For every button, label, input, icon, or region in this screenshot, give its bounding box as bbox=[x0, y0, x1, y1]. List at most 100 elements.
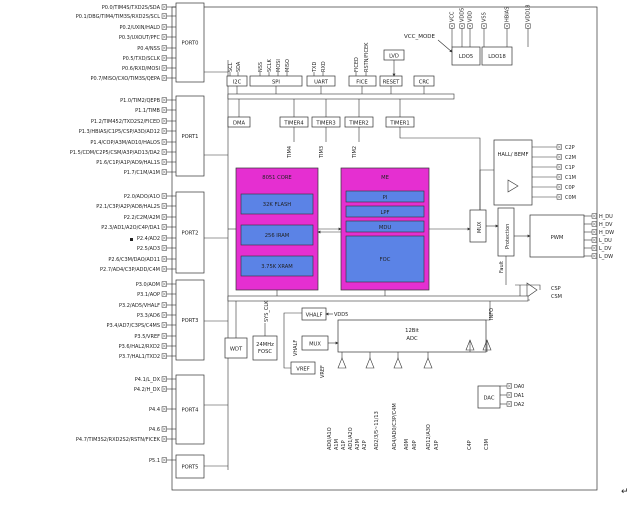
output-pin-label: H_DU bbox=[599, 214, 613, 220]
left-pin-label: P3.6/HAL2/RXD2 bbox=[119, 344, 160, 350]
left-pin-label: P0.6/RXD/MOSI bbox=[122, 66, 160, 72]
mdu-block bbox=[345, 220, 425, 233]
i2c-label: I2C bbox=[233, 80, 242, 86]
left-pin-label: P1.4/COP/A3M/AD10/HALOS bbox=[90, 140, 160, 146]
left-pin-label: P0.7/MISO/CXO/TIM3S/QEPA bbox=[90, 76, 160, 82]
left-pin-label: P0.3/UXOUT/PFC bbox=[119, 35, 161, 41]
signal-label: FICED bbox=[354, 57, 360, 72]
vcc-mode-label: VCC_MODE bbox=[404, 34, 436, 40]
hall-pin-label: C2M bbox=[565, 155, 576, 161]
left-pin-label: P2.2/C2M/A2M bbox=[124, 215, 160, 221]
adc-block bbox=[337, 319, 487, 353]
hall-title: HALL/ BEMF bbox=[498, 152, 529, 158]
signal-label: MISO bbox=[285, 59, 291, 72]
top-pin-label: VDD18 bbox=[526, 5, 532, 22]
adc-signal-label: AD4/AD0/C3P/C4M bbox=[392, 403, 398, 450]
port-block bbox=[175, 95, 205, 177]
output-pin-label: L_DU bbox=[599, 238, 612, 244]
dac-pin-label: DA1 bbox=[514, 393, 524, 399]
info-label: INFO bbox=[489, 308, 495, 320]
left-pin-label: P1.6/C1P/A1P/AD9/HAL1S bbox=[96, 160, 160, 166]
output-pin-label: H_DW bbox=[599, 230, 614, 236]
iram-block bbox=[240, 224, 314, 246]
left-pin-label: P4.7/TIM3S2/RXD2S2/RSTN/FICEK bbox=[76, 437, 161, 443]
crc-label: CRC bbox=[419, 80, 430, 86]
flash-block bbox=[240, 193, 314, 215]
port-label: PORT2 bbox=[182, 231, 199, 237]
adc-signal-label: AD12/A3O bbox=[426, 424, 432, 450]
adc-label-1: 12Bit bbox=[405, 328, 419, 334]
port-block bbox=[175, 279, 205, 361]
lower-bus bbox=[227, 295, 529, 302]
timer1-label: TIMER1 bbox=[389, 121, 409, 127]
left-pin-group: P0.0/TIM4S/TXD2S/SDAP0.1/DBG/TIM4/TIM3S/… bbox=[70, 4, 176, 464]
ldo18-label: LDO18 bbox=[488, 54, 506, 60]
dac-label: DAC bbox=[484, 396, 495, 402]
bullet-mark bbox=[130, 238, 133, 241]
top-pin-label: VDD bbox=[468, 11, 474, 22]
adc-section: VHALF VDD5 MUX VREF VHALF VREF 12Bit ADC… bbox=[283, 301, 495, 450]
left-pin-label: P3.5/VREF bbox=[134, 334, 160, 340]
vhalf-label: VHALF bbox=[306, 313, 323, 319]
foc-block bbox=[345, 235, 425, 283]
reset-label: RESET bbox=[383, 80, 400, 86]
adc-signal-label: AD0/A1O bbox=[327, 427, 333, 450]
adc-signal-label: A0P bbox=[412, 440, 418, 450]
xram-label: 3.75K XRAM bbox=[261, 264, 293, 270]
dac-block bbox=[477, 385, 501, 409]
return-mark: ↵ bbox=[621, 487, 629, 497]
vref-vertical: VREF bbox=[320, 365, 326, 378]
port-block bbox=[175, 454, 205, 479]
left-pin-label: P1.1/TIMB bbox=[135, 108, 160, 114]
port-block bbox=[175, 2, 205, 83]
hall-pin-label: C1P bbox=[565, 165, 575, 171]
left-pin-label: P0.4/NSS bbox=[137, 46, 160, 52]
left-pin-label: P1.0/TIM2/QEPB bbox=[120, 98, 160, 104]
hall-pin-label: C2P bbox=[565, 145, 575, 151]
adc-signal-label: AD2/3/5~11/13 bbox=[374, 411, 380, 450]
signal-label: MOSI bbox=[276, 59, 282, 72]
upper-bus bbox=[227, 93, 455, 100]
left-pin-label: P0.1/DBG/TIM4/TIM3S/RXD2S/SCL bbox=[76, 14, 160, 20]
left-pin-label: P2.3/AD1/A2O/C4P/DA1 bbox=[101, 225, 160, 231]
lpf-block bbox=[345, 205, 425, 218]
pi-block bbox=[345, 190, 425, 203]
top-pin-label: VDD5 bbox=[460, 8, 466, 22]
port-label: PORT4 bbox=[182, 408, 200, 414]
port-label: PORT0 bbox=[182, 41, 199, 47]
left-pin-label: P2.6/C3M/DAO/AD11 bbox=[108, 257, 160, 263]
mdu-label: MDU bbox=[379, 225, 391, 231]
adc-signal-label: A2M bbox=[355, 439, 361, 450]
mux2-label: MUX bbox=[309, 342, 321, 348]
ldo18-block bbox=[481, 46, 513, 66]
mux-label: MUX bbox=[477, 221, 483, 233]
left-pin-label: P1.5/CDM/C2P5/CSM/A3P/AD13/DA2 bbox=[70, 150, 160, 156]
left-pin-label: P2.1/C3P/A2P/AD8/HAL2S bbox=[96, 204, 160, 210]
wdt-label: WDT bbox=[230, 347, 243, 353]
left-pin-label: P4.4 bbox=[149, 407, 160, 413]
ldo5-label: LDO5 bbox=[459, 54, 473, 60]
csm-pin: CSM bbox=[551, 294, 562, 300]
pi-label: PI bbox=[383, 195, 388, 201]
output-pin-label: L_DV bbox=[599, 246, 612, 252]
left-pin-label: P3.1/AOP bbox=[137, 292, 160, 298]
adc-signal-label: AD1/A2O bbox=[348, 427, 354, 450]
timer2-label: TIMER2 bbox=[348, 121, 368, 127]
port-label: PORT5 bbox=[182, 465, 199, 471]
adc-signal-label: C4P bbox=[467, 440, 473, 450]
vhalf-vertical: VHALF bbox=[293, 340, 299, 356]
left-pin-label: P3.2/AD5/VHALF bbox=[119, 303, 160, 309]
protection-label: Protection bbox=[505, 224, 511, 249]
output-path: MUX Protection PWM Fault H_DUH_DVH_DWL_D… bbox=[469, 207, 614, 301]
hall-block bbox=[493, 139, 533, 206]
clock-section: WDT 24MHz FOSC SYS_CLK bbox=[224, 300, 278, 361]
left-pin-label: P2.7/AD4/C3P/ADD/C4M bbox=[100, 267, 160, 273]
hall-pin-label: C0M bbox=[565, 195, 576, 201]
top-pin-label: HBIAS bbox=[505, 7, 511, 22]
vdd5-label: VDD5 bbox=[334, 312, 348, 318]
signal-label: SDA bbox=[236, 61, 242, 72]
signal-label: TXD bbox=[312, 62, 318, 73]
dma-label: DMA bbox=[233, 121, 245, 127]
